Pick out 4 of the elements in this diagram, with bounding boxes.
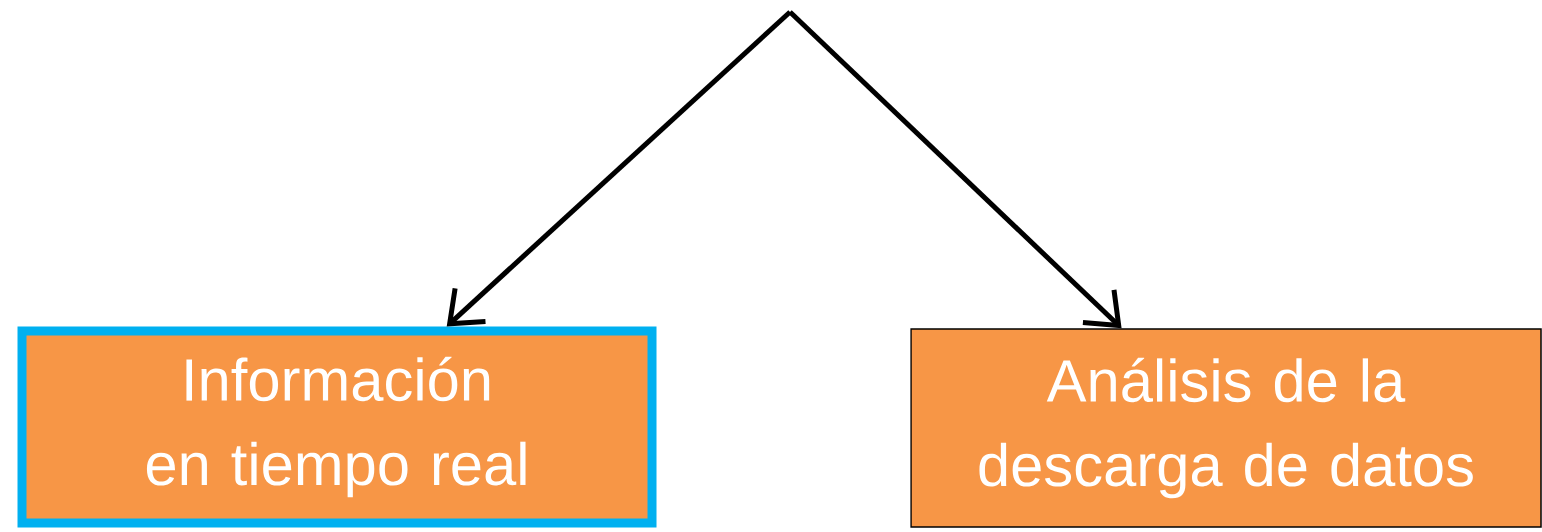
arrow <box>788 10 1122 329</box>
arrow <box>446 10 792 327</box>
process-box: Análisis de la descarga de datos <box>910 328 1542 528</box>
process-box: Información en tiempo real <box>17 326 657 528</box>
